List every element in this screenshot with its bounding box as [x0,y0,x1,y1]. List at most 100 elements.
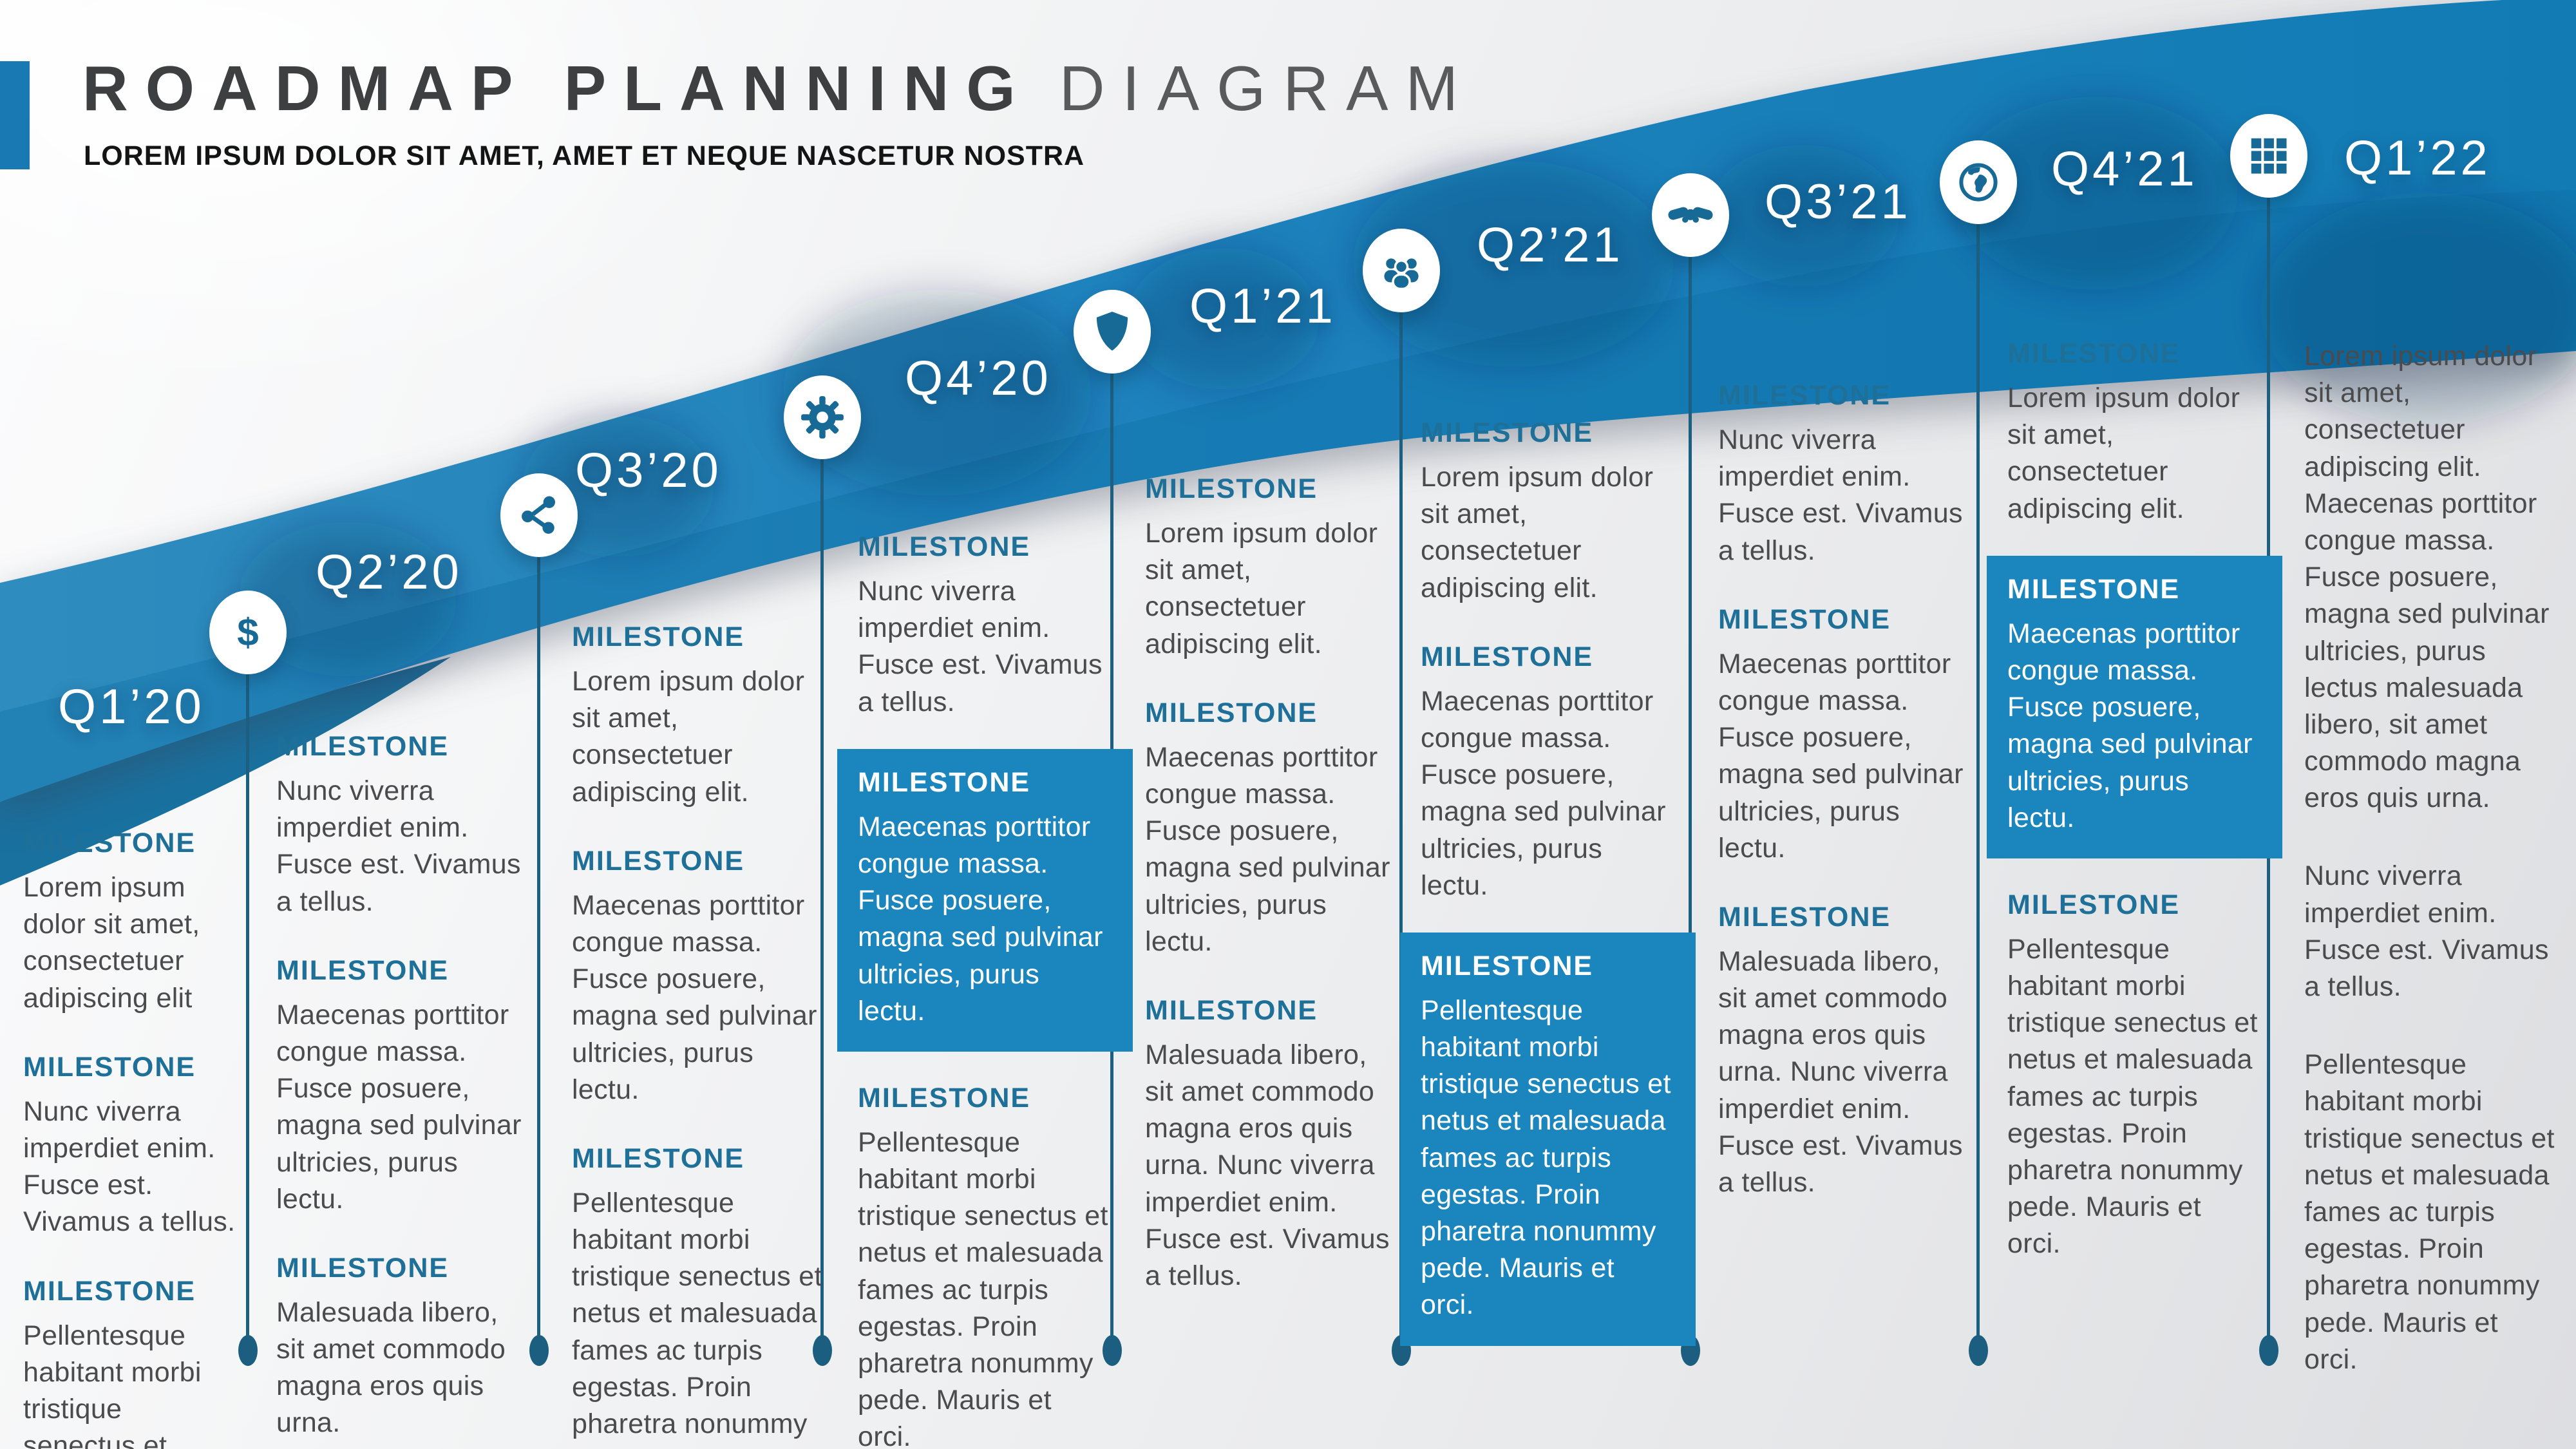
ribbon-under-layer [0,657,451,886]
milestone-heading: MILESTONE [276,954,450,986]
milestone-text: Maecenas porttitor congue massa. Fusce p… [1718,648,1964,864]
milestone-heading: MILESTONE [1718,380,1891,411]
ribbon-main-band [0,0,2576,802]
milestone-text: Lorem ipsum dolor sit amet, consectetuer… [1421,462,1654,603]
quarter-label: Q3’20 [575,443,722,498]
milestone-entry-highlighted: MILESTONE Pellentesque habitant morbi tri… [1400,932,1696,1346]
milestone-text: Nunc viverra imperdiet enim. Fusce est. … [858,576,1103,717]
quarter-icon-people [1363,229,1440,312]
milestone-entry: MILESTONE Lorem ipsum dolor sit amet, con… [572,621,826,811]
milestone-text: Nunc viverra imperdiet enim. Fusce est. … [23,1095,236,1238]
milestone-entry: MILESTONE Lorem ipsum dolor sit amet, con… [23,828,236,1017]
milestone-text: Pellentesque habitant morbi tristique se… [2304,1049,2555,1375]
milestone-heading: MILESTONE [23,1051,196,1083]
grid-icon [2251,138,2287,174]
milestone-column: MILESTONE Lorem ipsum dolor sit amet, con… [1145,473,1399,1329]
milestone-entry: MILESTONE Lorem ipsum dolor sit amet, con… [1421,417,1675,607]
milestone-text: Maecenas porttitor congue massa. Fusce p… [572,889,817,1105]
dollar-icon: $ [237,611,258,654]
milestone-entry: Pellentesque habitant morbi tristique se… [2304,1046,2559,1378]
label-shadow-blobs [238,97,2576,676]
milestone-column: MILESTONE Lorem ipsum dolor sit amet, con… [572,621,826,1449]
timeline-connector [246,672,249,1336]
milestone-heading: MILESTONE [23,828,196,858]
milestone-heading: MILESTONE [276,731,450,762]
milestone-entry: MILESTONE Pellentesque habitant morbi tri… [23,1276,236,1449]
milestone-heading: MILESTONE [1145,697,1318,728]
quarter-icon-gear [784,375,861,459]
milestone-heading: MILESTONE [1145,473,1318,504]
milestone-heading: MILESTONE [572,621,745,652]
milestone-heading: MILESTONE [1421,417,1594,448]
milestone-column: Lorem ipsum dolor sit amet, consectetuer… [2304,338,2559,1419]
milestone-heading: MILESTONE [1718,901,1891,933]
milestone-text: Maecenas porttitor congue massa. Fusce p… [1145,741,1390,957]
milestone-entry-highlighted: MILESTONE Maecenas porttitor congue massa… [1987,555,2282,858]
shield-icon [1096,311,1128,351]
milestone-column: MILESTONE Nunc viverra imperdiet enim. Fu… [276,731,531,1449]
quarter-label: Q4’20 [905,351,1052,406]
milestone-heading: MILESTONE [2007,889,2181,920]
milestone-heading: MILESTONE [1421,950,1594,981]
timeline-connector [537,555,540,1336]
milestone-entry: MILESTONE Maecenas porttitor congue massa… [276,955,531,1218]
milestone-entry: MILESTONE Lorem ipsum dolor sit amet, con… [1145,473,1399,663]
quarter-label: Q1’20 [58,679,205,734]
milestone-heading: MILESTONE [1145,994,1318,1026]
timeline-connector [820,457,824,1336]
milestone-heading: MILESTONE [23,1275,196,1307]
milestone-text: Pellentesque habitant morbi tristique se… [1421,994,1671,1321]
handshake-icon [1668,207,1713,223]
quarter-icon-dollar: $ [209,591,287,674]
milestone-text: Maecenas porttitor congue massa. Fusce p… [2007,618,2253,833]
milestone-text: Maecenas porttitor congue massa. Fusce p… [276,999,522,1215]
quarter-label: Q2’21 [1477,218,1624,272]
ribbon-inner-shade [0,190,2576,802]
milestone-text: Malesuada libero, sit amet commodo magna… [276,1296,506,1439]
quarter-icon-globe [1940,140,2017,224]
gear-icon [801,396,844,439]
milestone-text: Maecenas porttitor congue massa. Fusce p… [1421,685,1666,901]
milestone-entry: MILESTONE Nunc viverra imperdiet enim. Fu… [858,531,1112,721]
milestone-text: Nunc viverra imperdiet enim. Fusce est. … [2304,860,2549,1002]
globe-icon [1959,163,1998,202]
milestone-heading: MILESTONE [2007,338,2181,369]
page-title-secondary: DIAGRAM [1059,53,1476,124]
milestone-heading: MILESTONE [858,1082,1031,1113]
milestone-text: Lorem ipsum dolor sit amet, consectetuer… [23,872,200,1014]
svg-text:$: $ [237,611,258,654]
milestone-text: Nunc viverra imperdiet enim. Fusce est. … [1718,424,1963,566]
milestone-entry: MILESTONE Nunc viverra imperdiet enim. Fu… [276,731,531,920]
milestone-text: Lorem ipsum dolor sit amet, consectetuer… [2304,341,2550,814]
milestone-entry: Nunc viverra imperdiet enim. Fusce est. … [2304,858,2559,1005]
quarter-icon-shield [1074,290,1151,374]
milestone-heading: MILESTONE [276,1252,450,1283]
milestone-text: Lorem ipsum dolor sit amet, consectetuer… [1145,518,1378,659]
milestone-text: Nunc viverra imperdiet enim. Fusce est. … [276,775,521,917]
timeline-connector [1976,222,1980,1336]
milestone-entry: Lorem ipsum dolor sit amet, consectetuer… [2304,338,2559,817]
page-title: ROADMAP PLANNING DIAGRAM [82,57,1475,120]
quarter-icon-share [500,473,578,557]
milestone-heading: MILESTONE [572,1142,745,1174]
milestone-heading: MILESTONE [2007,573,2181,605]
milestone-text: Lorem ipsum dolor sit amet, consectetuer… [572,666,805,808]
quarter-label: Q4’21 [2051,142,2198,196]
milestone-heading: MILESTONE [572,845,745,876]
milestone-heading: MILESTONE [858,531,1031,562]
quarter-label: Q1’21 [1189,279,1336,334]
title-accent-square [0,61,30,169]
milestone-text: Pellentesque habitant morbi tristique se… [23,1320,202,1449]
milestone-entry: MILESTONE Maecenas porttitor congue massa… [572,846,826,1108]
quarter-label: Q2’20 [316,545,462,600]
